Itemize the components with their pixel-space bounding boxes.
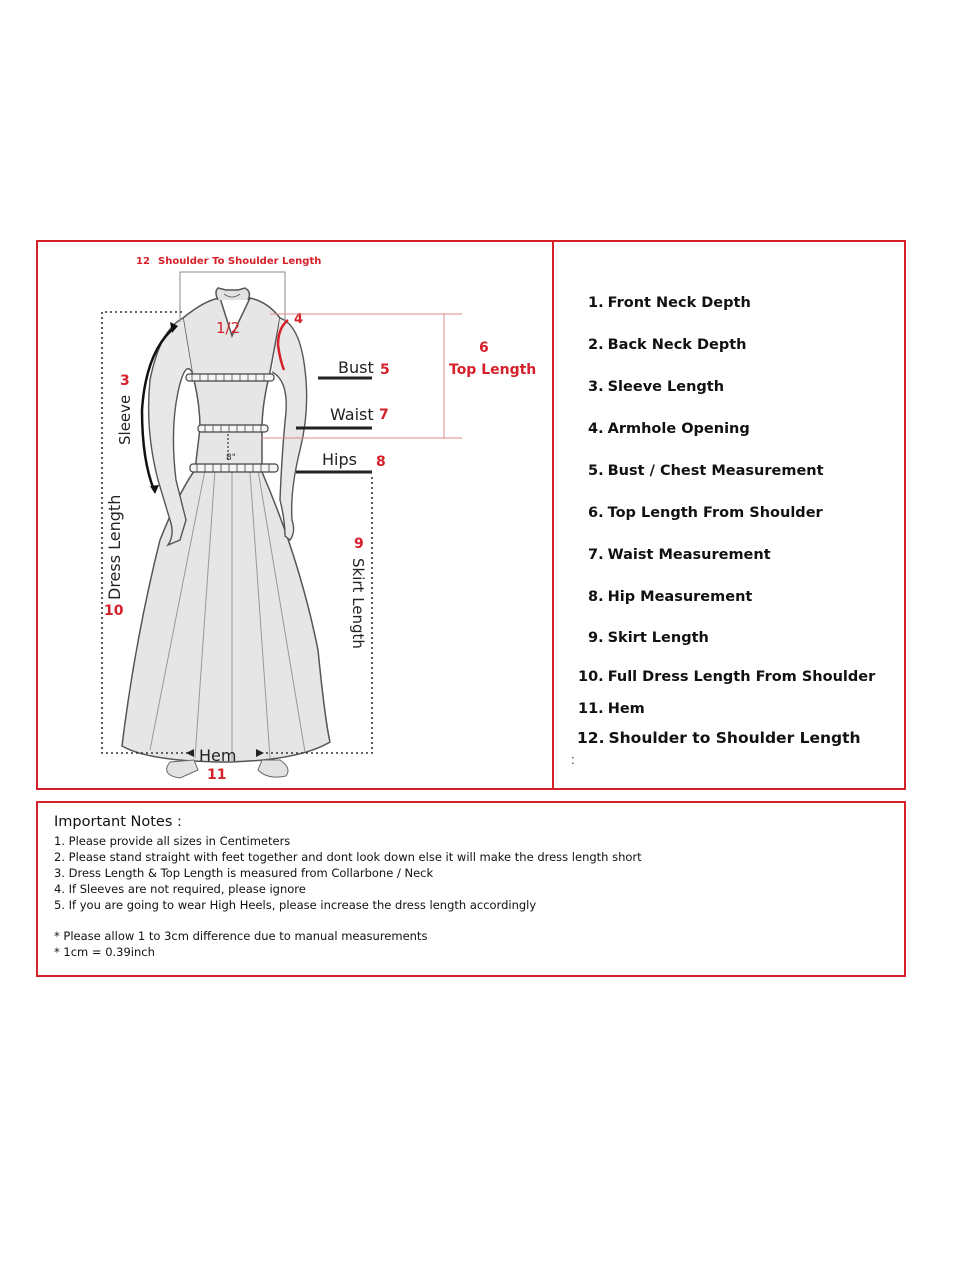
shoulder-guide: [179, 271, 286, 322]
skirt-label: Skirt Length: [349, 558, 367, 649]
armhole-marker: 4: [294, 312, 303, 327]
sleeve-arrow: [140, 325, 177, 491]
bust-label: Bust: [338, 358, 374, 377]
shoulder-label: Shoulder To Shoulder Length: [158, 256, 321, 267]
right-arm: [271, 317, 308, 541]
list-item: 5.Bust / Chest Measurement: [588, 463, 824, 479]
list-item: 8.Hip Measurement: [588, 589, 753, 605]
waist-num: 7: [379, 407, 389, 423]
notes-panel: [36, 801, 906, 977]
hips-tape: [189, 463, 279, 473]
list-item: 4.Armhole Opening: [588, 421, 750, 437]
sleeve-label: Sleeve: [116, 395, 134, 445]
list-item: 6.Top Length From Shoulder: [588, 505, 823, 521]
skirt-num: 9: [354, 536, 364, 552]
collar-outline: [223, 293, 241, 298]
list-item: 7.Waist Measurement: [588, 547, 771, 563]
top-length-label: Top Length: [449, 362, 536, 378]
dress-silhouette: [121, 297, 331, 763]
neck-depth-marker: 1/2: [216, 319, 240, 337]
note-item: 2. Please stand straight with feet toget…: [54, 850, 642, 864]
waist-label: Waist: [330, 405, 374, 424]
list-item: 2.Back Neck Depth: [588, 337, 747, 353]
shoulder-label-num: 12: [136, 256, 150, 267]
hips-label: Hips: [322, 450, 357, 469]
stray-colon: :: [571, 752, 575, 767]
waist-tape: [197, 424, 269, 433]
gap-label: 8": [226, 453, 236, 463]
left-arm: [147, 317, 193, 547]
dress-length-num: 10: [104, 603, 124, 619]
notes-title: Important Notes :: [54, 814, 182, 830]
dress-length-label: Dress Length: [105, 495, 124, 600]
note-item: 5. If you are going to wear High Heels, …: [54, 898, 537, 912]
neck: [215, 287, 251, 301]
note-item: 4. If Sleeves are not required, please i…: [54, 882, 306, 896]
diagram-panel: [36, 240, 906, 790]
hem-label: Hem: [199, 746, 236, 765]
bust-tape: [185, 373, 275, 382]
note-item: 3. Dress Length & Top Length is measured…: [54, 866, 434, 880]
hem-num: 11: [207, 767, 226, 783]
feet: [166, 759, 289, 779]
top-length-num: 6: [479, 340, 489, 356]
dress-measurement-figure: 8" 12 Shoulder To Shoulder Length 1/2 4 …: [101, 256, 536, 783]
list-item: 12.Shoulder to Shoulder Length: [577, 729, 861, 747]
list-item: 10.Full Dress Length From Shoulder: [578, 669, 876, 685]
panel-divider: [552, 240, 554, 790]
list-item: 9.Skirt Length: [588, 630, 709, 646]
hips-num: 8: [376, 454, 386, 470]
list-item: 11.Hem: [578, 701, 645, 717]
sleeve-num: 3: [120, 373, 130, 389]
footnote: * 1cm = 0.39inch: [54, 945, 155, 959]
list-item: 3.Sleeve Length: [588, 379, 725, 395]
note-item: 1. Please provide all sizes in Centimete…: [54, 834, 291, 848]
list-item: 1.Front Neck Depth: [588, 295, 751, 311]
dress-length-guide: [101, 311, 373, 754]
important-notes: Important Notes : 1. Please provide all …: [54, 814, 642, 960]
armhole-curve: [276, 319, 289, 371]
footnote: * Please allow 1 to 3cm difference due t…: [54, 929, 428, 943]
bust-num: 5: [380, 362, 390, 378]
